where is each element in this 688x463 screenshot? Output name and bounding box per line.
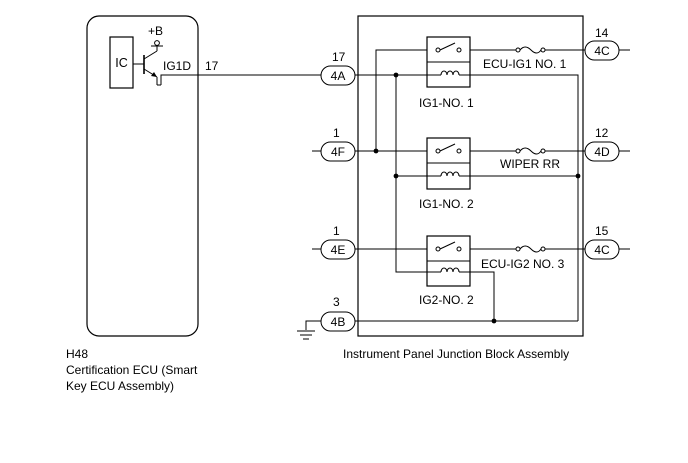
ic-box [109, 36, 134, 89]
ecu-name-line1: Certification ECU (Smart [66, 363, 198, 377]
connector-4e: 4E 1 [320, 224, 356, 260]
svg-text:4E: 4E [331, 243, 346, 257]
connector-4c-top: 4C 14 [584, 26, 620, 61]
relay-label-2: IG1-NO. 2 [419, 197, 474, 211]
relay-label-3: IG2-NO. 2 [419, 293, 474, 307]
pin-4b: 3 [333, 295, 340, 309]
fuse-ecu-ig2-no3 [515, 245, 546, 253]
ground-icon [297, 320, 321, 340]
svg-text:4D: 4D [594, 145, 610, 159]
svg-text:4B: 4B [331, 315, 346, 329]
internal-wiring [355, 49, 630, 324]
supply-label: +B [148, 24, 163, 38]
pin-4c-bottom: 15 [595, 224, 609, 238]
svg-text:4A: 4A [331, 69, 346, 83]
pin-4d: 12 [595, 126, 609, 140]
relay-label-1: IG1-NO. 1 [419, 96, 474, 110]
svg-text:4C: 4C [594, 44, 610, 58]
junction-block-name: Instrument Panel Junction Block Assembly [343, 347, 569, 361]
pin-4c-top: 14 [595, 26, 609, 40]
pin-4f: 1 [333, 126, 340, 140]
connector-4b: 4B 3 [320, 295, 356, 332]
ic-label: IC [115, 56, 128, 70]
transistor-icon [133, 40, 163, 86]
wire-ig1d [160, 74, 321, 85]
output-pin: 17 [205, 59, 219, 73]
fuse-wiper-rr [515, 147, 546, 155]
output-label: IG1D [163, 59, 191, 73]
fuse-label-3: ECU-IG2 NO. 3 [481, 257, 565, 271]
fuse-label-2: WIPER RR [500, 157, 560, 171]
fuse-ecu-ig1-no1 [515, 46, 546, 54]
svg-text:4C: 4C [594, 243, 610, 257]
ecu-code: H48 [66, 347, 88, 361]
ecu-outline [86, 15, 199, 337]
pin-4a: 17 [332, 50, 346, 64]
svg-text:4F: 4F [331, 145, 345, 159]
fuse-label-1: ECU-IG1 NO. 1 [483, 57, 567, 71]
connector-4c-bottom: 4C 15 [584, 224, 620, 260]
connector-4f: 4F 1 [320, 126, 356, 162]
connector-4a: 4A 17 [320, 50, 356, 86]
ecu-name-line2: Key ECU Assembly) [66, 379, 174, 393]
relay-ig1-no1 [426, 36, 471, 88]
relay-ig2-no2 [426, 235, 471, 287]
relay-ig1-no2 [426, 137, 471, 190]
connector-4d: 4D 12 [584, 126, 620, 162]
pin-4e: 1 [333, 224, 340, 238]
